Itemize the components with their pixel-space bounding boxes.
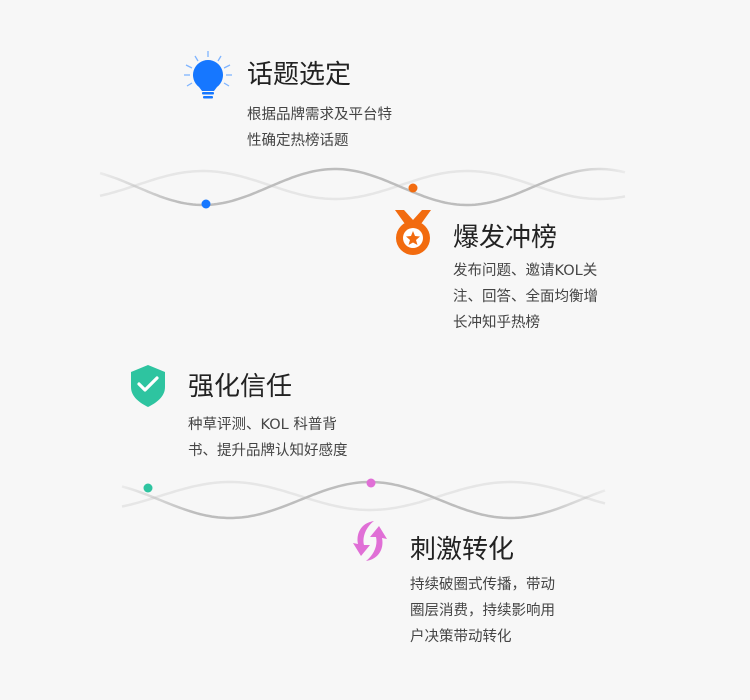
wave-light bbox=[99, 169, 626, 201]
step-description: 持续破圈式传播，带动 圈层消费，持续影响用 户决策带动转化 bbox=[410, 572, 555, 650]
refresh-arrows-icon bbox=[353, 521, 387, 561]
step-description: 发布问题、邀请KOL关 注、回答、全面均衡增 长冲知乎热榜 bbox=[453, 258, 598, 336]
wave-light bbox=[121, 480, 606, 512]
lightbulb-icon bbox=[184, 51, 232, 99]
step-title: 强化信任 bbox=[188, 372, 293, 402]
step-title: 话题选定 bbox=[247, 60, 352, 90]
description-line: 持续破圈式传播，带动 bbox=[410, 577, 555, 593]
medal-icon bbox=[395, 210, 431, 255]
description-line: 长冲知乎热榜 bbox=[453, 315, 540, 331]
step-title: 爆发冲榜 bbox=[453, 223, 558, 253]
timeline-dot bbox=[408, 183, 418, 193]
description-line: 注、回答、全面均衡增 bbox=[453, 289, 598, 305]
description-line: 发布问题、邀请KOL关 bbox=[453, 263, 598, 279]
timeline-dot bbox=[366, 478, 376, 488]
wave-dark bbox=[99, 167, 626, 207]
description-line: 性确定热榜话题 bbox=[247, 133, 349, 149]
description-line: 圈层消费，持续影响用 bbox=[410, 603, 555, 619]
description-line: 书、提升品牌认知好感度 bbox=[188, 443, 348, 459]
shield-check-icon bbox=[131, 365, 165, 407]
step-title: 刺激转化 bbox=[410, 535, 515, 565]
step-description: 根据品牌需求及平台特 性确定热榜话题 bbox=[247, 102, 392, 154]
description-line: 户决策带动转化 bbox=[410, 629, 512, 645]
step-description: 种草评测、KOL 科普背 书、提升品牌认知好感度 bbox=[188, 412, 348, 464]
timeline-dot bbox=[201, 199, 211, 209]
wave-dark bbox=[121, 480, 606, 520]
timeline-dot bbox=[143, 483, 153, 493]
description-line: 种草评测、KOL 科普背 bbox=[188, 417, 337, 433]
description-line: 根据品牌需求及平台特 bbox=[247, 107, 392, 123]
